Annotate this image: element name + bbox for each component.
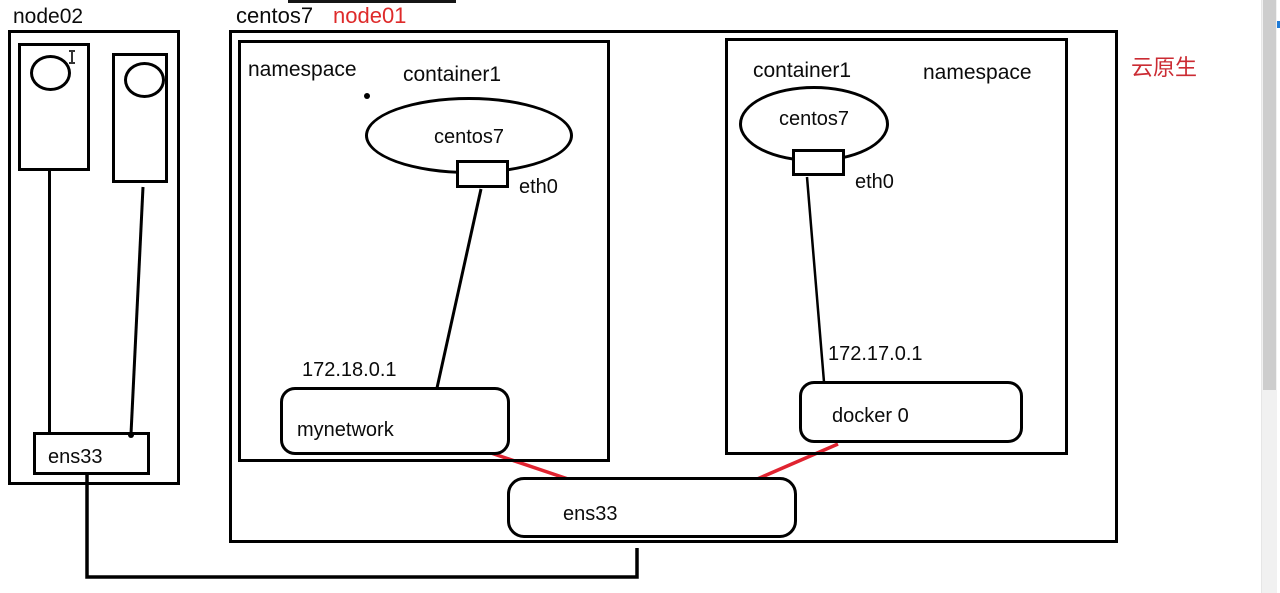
container1-left-label: container1 [403,63,502,86]
eth0-right-port [792,149,845,176]
namespace-right-box [725,38,1068,455]
node02-ens33-label: ens33 [48,446,103,468]
node02-label: node02 [13,5,84,28]
namespace-right-label: namespace [923,61,1032,84]
container1-right-label: container1 [753,59,852,82]
eth0-right-label: eth0 [855,171,894,193]
eth0-left-label: eth0 [519,176,558,198]
cloud-native-annotation: 云原生 [1131,55,1198,80]
namespace-left-box [238,40,610,462]
mynetwork-label: mynetwork [297,419,394,441]
top-clipped-stroke [288,0,456,3]
docker0-ip-label: 172.17.0.1 [828,343,923,365]
edge-eth0-mynetwork [435,188,483,389]
namespace-left-label: namespace [248,58,357,81]
node01-os-label: centos7 [236,3,314,28]
mynetwork-box [280,387,510,455]
text-cursor-icon [67,50,77,64]
edge-eth0-docker0 [805,176,826,383]
node02-box [8,30,180,485]
edge-ens33-ens33 [85,475,639,579]
edge-vm2-ens33 [129,186,145,435]
node01-ens33-label: ens33 [563,503,618,525]
container1-right-os: centos7 [778,108,850,130]
container1-left-os: centos7 [433,126,505,148]
node02-vm2-ellipse [124,62,165,98]
mynetwork-ip-label: 172.18.0.1 [302,359,397,381]
stray-dot [364,93,370,99]
node01-ens33-box [507,477,797,538]
edge-docker0-ens33-red [747,442,839,485]
node02-vm2-box [112,53,168,183]
node01-box [229,30,1118,543]
vertical-scrollbar-thumb[interactable] [1263,0,1276,390]
docker0-label: docker 0 [832,405,909,427]
edge-mynetwork-ens33-red [487,450,569,481]
eth0-left-port [456,160,509,188]
node01-label: node01 [333,3,407,28]
docker0-box [799,381,1023,443]
node02-vm1-ellipse [30,55,71,91]
node02-vm1-box [18,43,90,171]
scrollbar-accent-mark [1277,21,1280,28]
node02-ens33-box [33,432,150,475]
